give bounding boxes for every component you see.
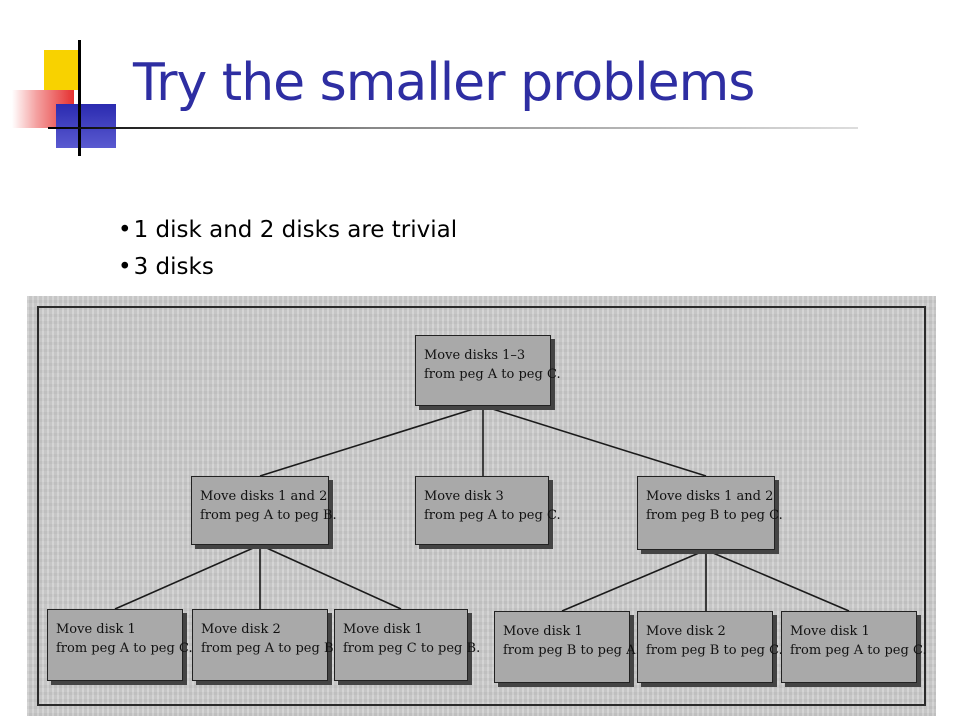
node-line1: Move disks 1 and 2	[646, 489, 774, 504]
node-level2-middle: Move disk 3 from peg A to peg C.	[415, 476, 561, 545]
node-leaf-4: Move disk 1 from peg B to peg A.	[494, 611, 640, 683]
node-line2: from peg A to peg B.	[200, 508, 337, 523]
diagram-frame	[37, 306, 926, 706]
node-line2: from peg A to peg C.	[790, 643, 927, 658]
connector-right-3	[705, 549, 850, 612]
node-level2-left: Move disks 1 and 2 from peg A to peg B.	[191, 476, 337, 545]
node-line1: Move disk 3	[424, 489, 504, 504]
node-line1: Move disk 1	[56, 622, 136, 637]
node-line2: from peg B to peg C.	[646, 508, 783, 523]
node-leaf-1: Move disk 1 from peg A to peg C.	[47, 609, 193, 681]
connector-left-3	[259, 544, 402, 610]
slide-title: Try the smaller problems	[133, 53, 755, 113]
logo-vertical-line	[78, 40, 81, 156]
node-line1: Move disk 2	[201, 622, 281, 637]
node-line2: from peg C to peg B.	[343, 641, 481, 656]
node-line2: from peg A to peg C.	[424, 508, 561, 523]
node-line2: from peg A to peg B.	[201, 641, 338, 656]
node-line1: Move disk 1	[343, 622, 423, 637]
node-line1: Move disks 1 and 2	[200, 489, 328, 504]
node-line1: Move disk 1	[790, 624, 870, 639]
node-root: Move disks 1–3 from peg A to peg C.	[415, 335, 561, 406]
logo-yellow-square	[44, 50, 80, 90]
node-leaf-3: Move disk 1 from peg C to peg B.	[334, 609, 481, 681]
logo-blue-square	[56, 104, 116, 148]
node-level2-right: Move disks 1 and 2 from peg B to peg C.	[637, 476, 783, 550]
bullet-item: 1 disk and 2 disks are trivial	[118, 212, 458, 249]
connector-right-1	[561, 549, 707, 612]
connector-root-right	[482, 405, 707, 477]
connector-root-left	[259, 405, 484, 477]
node-leaf-2: Move disk 2 from peg A to peg B.	[192, 609, 338, 681]
node-line2: from peg B to peg A.	[503, 643, 640, 658]
tree-connectors	[114, 405, 850, 612]
bullet-list: 1 disk and 2 disks are trivial 3 disks	[118, 212, 458, 286]
recursion-tree-diagram: Move disks 1–3 from peg A to peg C. Move…	[27, 296, 936, 716]
node-root-line2: from peg A to peg C.	[424, 367, 561, 382]
node-line2: from peg A to peg C.	[56, 641, 193, 656]
bullet-item: 3 disks	[118, 249, 457, 286]
node-line1: Move disk 1	[503, 624, 583, 639]
node-leaf-5: Move disk 2 from peg B to peg C.	[637, 611, 783, 683]
node-root-line1: Move disks 1–3	[424, 348, 526, 363]
title-underline	[48, 127, 858, 129]
node-line1: Move disk 2	[646, 624, 726, 639]
node-leaf-6: Move disk 1 from peg A to peg C.	[781, 611, 927, 683]
connector-left-1	[114, 544, 261, 610]
node-line2: from peg B to peg C.	[646, 643, 783, 658]
